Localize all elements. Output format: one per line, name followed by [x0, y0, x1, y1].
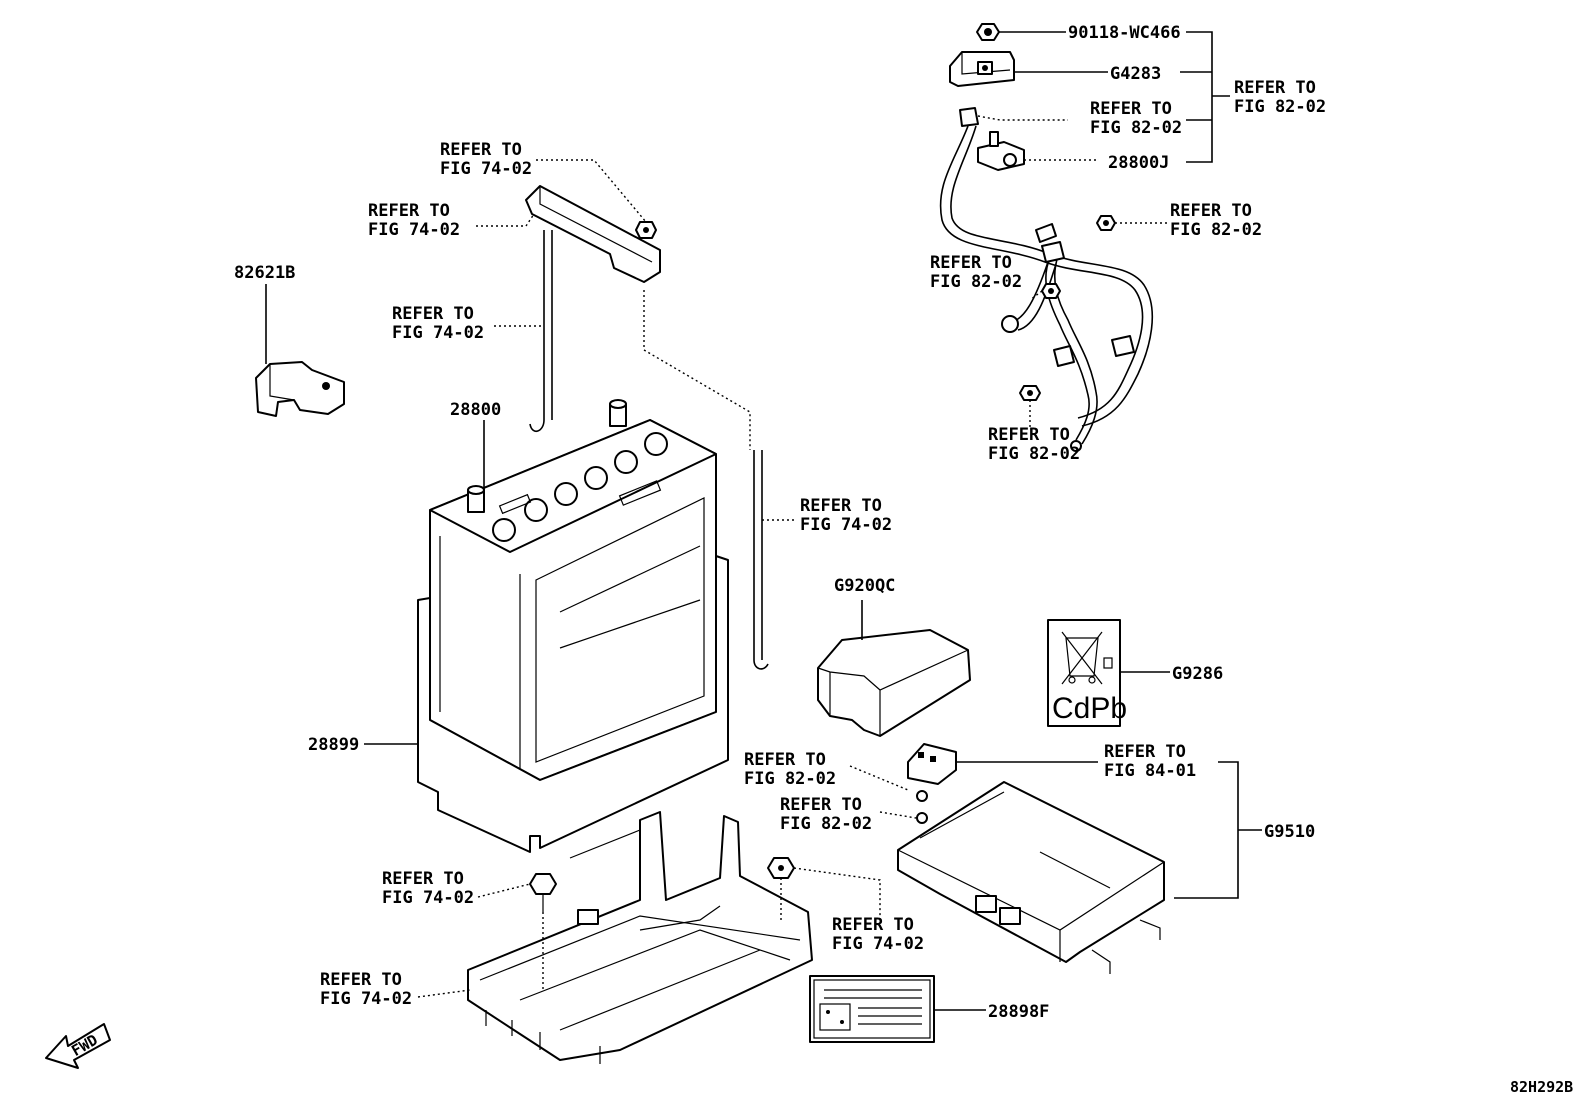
tray-nut-right-part	[767, 857, 795, 920]
refer-fig-82-02-d-line2: FIG 82-02	[930, 272, 1022, 292]
crossed-bin-icon	[1061, 631, 1113, 685]
refer-fig-74-02-f-line1: REFER TO	[832, 915, 914, 935]
cable-harness-part	[939, 107, 1154, 452]
bolt-lower-part	[1019, 385, 1041, 401]
refer-fig-82-02-a-line1: REFER TO	[1234, 78, 1316, 98]
refer-fig-82-02-g-line2: FIG 82-02	[780, 814, 872, 834]
refer-fig-82-02-f-line2: FIG 82-02	[744, 769, 836, 789]
ecu-g9510-part	[897, 781, 1165, 974]
refer-fig-74-02-d-line2: FIG 74-02	[800, 515, 892, 535]
ecu-leader-lines	[849, 761, 1262, 899]
terminal-28800j-part	[977, 131, 1025, 171]
refer-fig-74-02-a-line1: REFER TO	[440, 140, 522, 160]
tray-leader-lines	[417, 867, 881, 998]
cdpb-text: CdPb	[1052, 692, 1127, 725]
battery-cable-assembly	[939, 23, 1154, 452]
refer-fig-74-02-f-line2: FIG 74-02	[832, 934, 924, 954]
refer-fig-74-02-b-line2: FIG 74-02	[368, 220, 460, 240]
bolt-right-part	[1096, 215, 1116, 231]
part-number-90118: 90118-WC466	[1068, 23, 1181, 43]
refer-fig-74-02-g-line2: FIG 74-02	[320, 989, 412, 1009]
refer-fig-74-02-g-line1: REFER TO	[320, 970, 402, 990]
part-number-g9510: G9510	[1264, 822, 1315, 842]
refer-fig-82-02-e-line2: FIG 82-02	[988, 444, 1080, 464]
grommet-upper-part	[916, 790, 928, 802]
terminal-cover-82621b-part	[255, 361, 345, 417]
refer-fig-74-02-c-line1: REFER TO	[392, 304, 474, 324]
nut-90118-part	[976, 23, 1000, 41]
refer-fig-74-02-d-line1: REFER TO	[800, 496, 882, 516]
part-number-28899: 28899	[308, 735, 359, 755]
bolt-mid-part	[1041, 283, 1061, 299]
refer-fig-82-02-b-line1: REFER TO	[1090, 99, 1172, 119]
part-number-g920qc: G920QC	[834, 576, 895, 596]
battery-clamp-part	[525, 185, 661, 283]
refer-fig-74-02-a-line2: FIG 74-02	[440, 159, 532, 179]
part-number-g9286: G9286	[1172, 664, 1223, 684]
part-number-g4283: G4283	[1110, 64, 1161, 84]
connector-part	[907, 743, 957, 785]
hold-down-rod-right-part	[753, 450, 769, 670]
refer-fig-82-02-b-line2: FIG 82-02	[1090, 118, 1182, 138]
refer-fig-82-02-e-line1: REFER TO	[988, 425, 1070, 445]
figure-id: 82H292B	[1510, 1078, 1573, 1096]
refer-fig-74-02-e-line1: REFER TO	[382, 869, 464, 889]
label-g9286-part: CdPb	[1047, 619, 1127, 727]
part-number-28800: 28800	[450, 400, 501, 420]
battery-insulator-28899-part	[417, 555, 729, 853]
refer-fig-82-02-g-line1: REFER TO	[780, 795, 862, 815]
refer-fig-74-02-c-line2: FIG 74-02	[392, 323, 484, 343]
refer-fig-82-02-a-line2: FIG 82-02	[1234, 97, 1326, 117]
refer-fig-82-02-d-line1: REFER TO	[930, 253, 1012, 273]
tray-bolt-left-part	[529, 873, 557, 990]
fwd-arrow-icon: FWD	[45, 1023, 111, 1069]
refer-fig-82-02-f-line1: REFER TO	[744, 750, 826, 770]
caution-label-28898f-part	[809, 975, 935, 1043]
hold-down-rod-left-part	[529, 230, 553, 432]
battery-28800-part	[429, 399, 717, 781]
part-number-82621b: 82621B	[234, 263, 295, 283]
refer-fig-74-02-b-line1: REFER TO	[368, 201, 450, 221]
refer-fig-82-02-c-line1: REFER TO	[1170, 201, 1252, 221]
part-number-28898f: 28898F	[988, 1002, 1049, 1022]
refer-fig-74-02-e-line2: FIG 74-02	[382, 888, 474, 908]
refer-fig-84-01-line1: REFER TO	[1104, 742, 1186, 762]
terminal-cover-g4283-part	[949, 51, 1015, 87]
part-number-28800j: 28800J	[1108, 153, 1169, 173]
left-leader-lines	[265, 159, 796, 745]
battery-tray-part	[467, 811, 813, 1064]
grommet-lower-part	[916, 812, 928, 824]
refer-fig-84-01-line2: FIG 84-01	[1104, 761, 1196, 781]
cable-leader-lines	[977, 31, 1230, 430]
refer-fig-82-02-c-line2: FIG 82-02	[1170, 220, 1262, 240]
sensor-g920qc-part	[817, 629, 971, 737]
